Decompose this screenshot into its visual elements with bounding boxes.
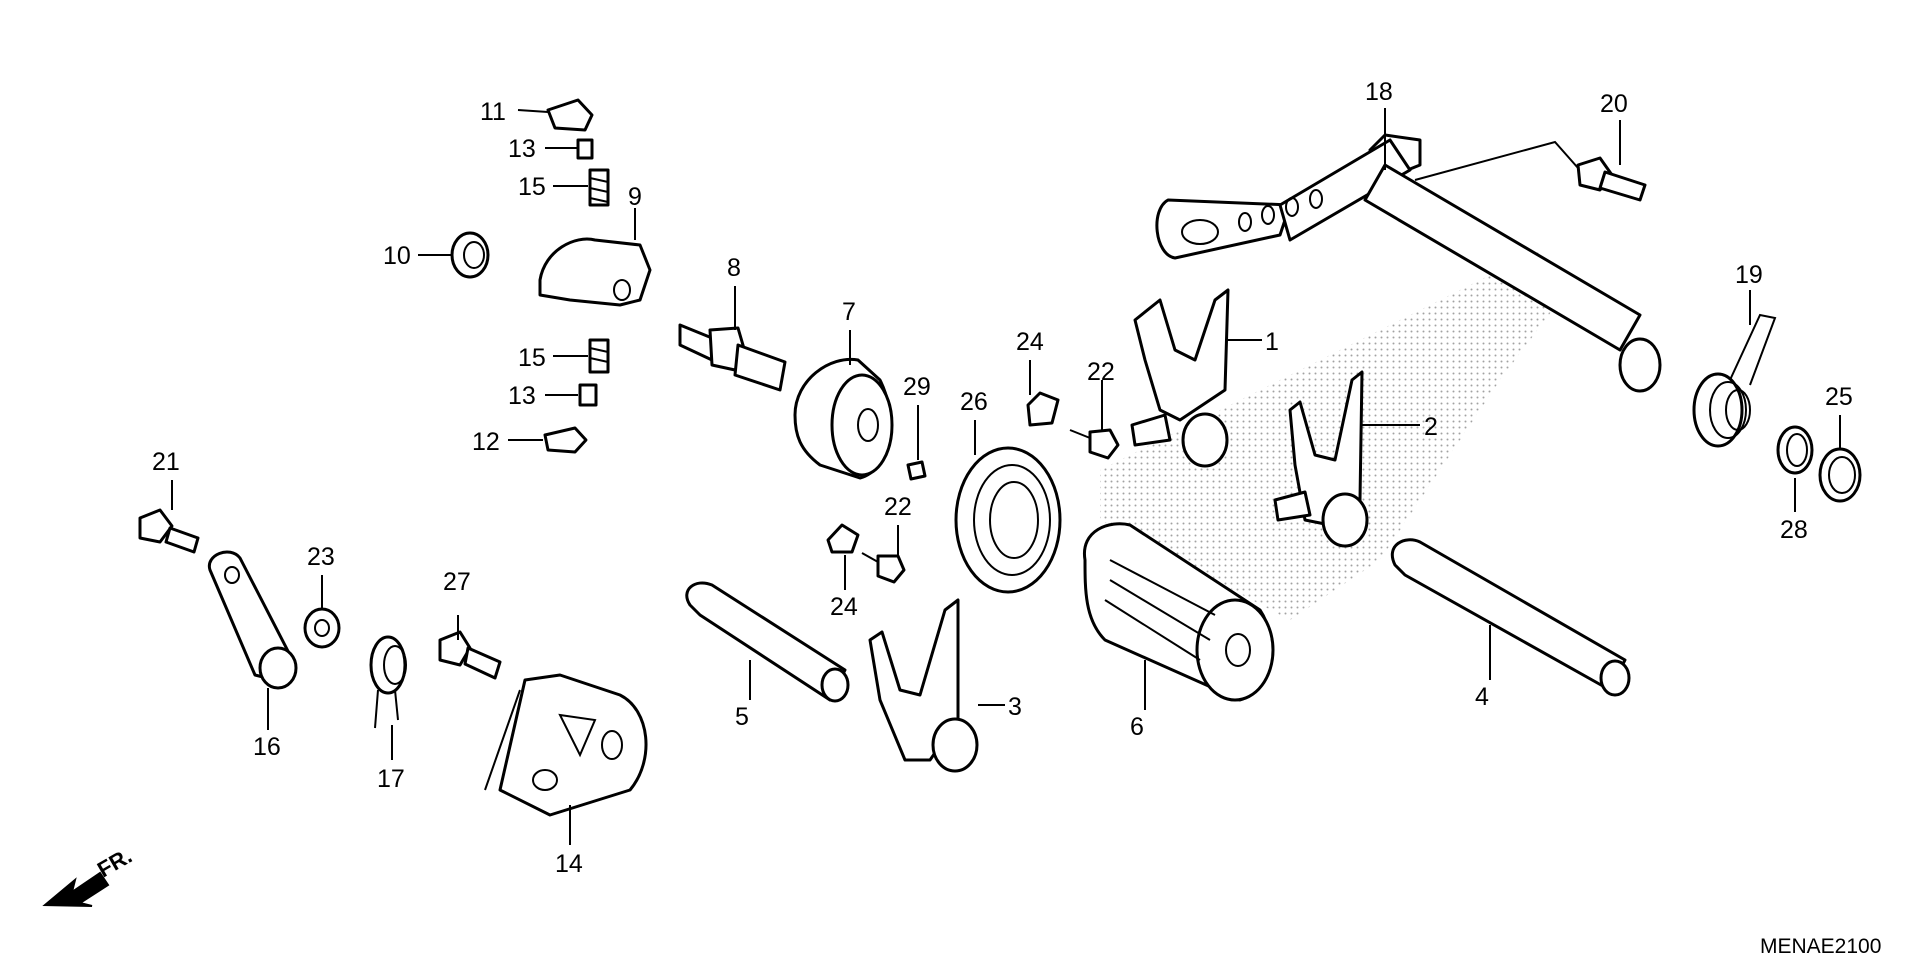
part-6-shift-drum[interactable] <box>1083 522 1275 702</box>
part-2-shift-fork[interactable] <box>1273 370 1369 548</box>
callout-28[interactable]: 28 <box>1780 516 1808 544</box>
part-22-bolt-lower[interactable] <box>861 552 906 584</box>
callout-27[interactable]: 27 <box>443 568 471 596</box>
part-24-stopper-lower[interactable] <box>826 523 860 554</box>
callout-23[interactable]: 23 <box>307 543 335 571</box>
callout-3[interactable]: 3 <box>1008 693 1022 721</box>
callout-10[interactable]: 10 <box>383 242 411 270</box>
callout-20[interactable]: 20 <box>1600 90 1628 118</box>
part-7-drum-center[interactable] <box>793 357 894 480</box>
callout-12[interactable]: 12 <box>472 428 500 456</box>
part-19-return-spring[interactable] <box>1692 313 1777 448</box>
callout-5[interactable]: 5 <box>735 703 749 731</box>
part-18-shift-spindle[interactable] <box>1155 133 1662 393</box>
callout-6[interactable]: 6 <box>1130 713 1144 741</box>
callout-25[interactable]: 25 <box>1825 383 1853 411</box>
callout-18[interactable]: 18 <box>1365 78 1393 106</box>
callout-14[interactable]: 14 <box>555 850 583 878</box>
part-4-fork-shaft[interactable] <box>1391 538 1631 697</box>
part-15-spring-lower[interactable] <box>588 338 610 374</box>
part-27-bolt[interactable] <box>438 630 502 680</box>
watermark-shading <box>1100 250 1560 620</box>
part-9-stopper-arm[interactable] <box>538 237 652 307</box>
part-28-snap-ring[interactable] <box>1776 425 1814 475</box>
callout-17[interactable]: 17 <box>377 765 405 793</box>
part-23-washer[interactable] <box>303 607 341 649</box>
callout-2[interactable]: 2 <box>1424 413 1438 441</box>
callout-13-upper[interactable]: 13 <box>508 135 536 163</box>
callout-22-upper[interactable]: 22 <box>1087 358 1115 386</box>
callout-labels: 11 13 15 9 10 15 13 12 8 7 29 26 24 22 2… <box>152 78 1853 878</box>
part-5-fork-shaft[interactable] <box>685 581 850 703</box>
part-13-cap-lower[interactable] <box>578 383 598 407</box>
callout-11[interactable]: 11 <box>480 98 506 126</box>
part-20-bolt[interactable] <box>1576 156 1647 202</box>
callout-19[interactable]: 19 <box>1735 261 1763 289</box>
callout-22-lower[interactable]: 22 <box>884 493 912 521</box>
callout-15-upper[interactable]: 15 <box>518 173 546 201</box>
part-22-bolt-upper[interactable] <box>1069 428 1120 460</box>
part-15-spring-upper[interactable] <box>588 168 610 207</box>
part-1-shift-fork[interactable] <box>1130 288 1230 468</box>
part-11-cap-upper[interactable] <box>546 98 594 132</box>
leader-lines <box>171 108 1841 845</box>
callout-9[interactable]: 9 <box>628 183 642 211</box>
part-16-stopper-arm[interactable] <box>207 550 298 690</box>
part-12-cap-lower[interactable] <box>543 426 588 454</box>
part-10-collar[interactable] <box>450 231 490 279</box>
part-13-cap-upper[interactable] <box>576 138 594 160</box>
callout-13-lower[interactable]: 13 <box>508 382 536 410</box>
part-24-stopper-upper[interactable] <box>1026 391 1060 427</box>
part-8-pin-bolt[interactable] <box>678 323 787 392</box>
part-14-guide-plate[interactable] <box>498 673 648 817</box>
front-direction-arrow: FR. <box>42 843 136 907</box>
callout-15-lower[interactable]: 15 <box>518 344 546 372</box>
part-17-spring[interactable] <box>369 635 407 729</box>
callout-16[interactable]: 16 <box>253 733 281 761</box>
callout-7[interactable]: 7 <box>842 298 856 326</box>
callout-21[interactable]: 21 <box>152 448 180 476</box>
callout-26[interactable]: 26 <box>960 388 988 416</box>
callout-24-upper[interactable]: 24 <box>1016 328 1044 356</box>
part-25-washer[interactable] <box>1818 447 1862 503</box>
callout-8[interactable]: 8 <box>727 254 741 282</box>
arrow-icon <box>42 871 110 907</box>
part-26-bearing[interactable] <box>954 446 1062 594</box>
callout-24-lower[interactable]: 24 <box>830 593 858 621</box>
part-3-shift-fork[interactable] <box>868 598 979 773</box>
callout-1[interactable]: 1 <box>1265 328 1279 356</box>
part-21-bolt[interactable] <box>138 508 200 554</box>
callout-29[interactable]: 29 <box>903 373 931 401</box>
diagram-code: MENAE2100 <box>1760 935 1881 958</box>
part-29-dowel-pin[interactable] <box>906 460 927 481</box>
callout-4[interactable]: 4 <box>1475 683 1489 711</box>
